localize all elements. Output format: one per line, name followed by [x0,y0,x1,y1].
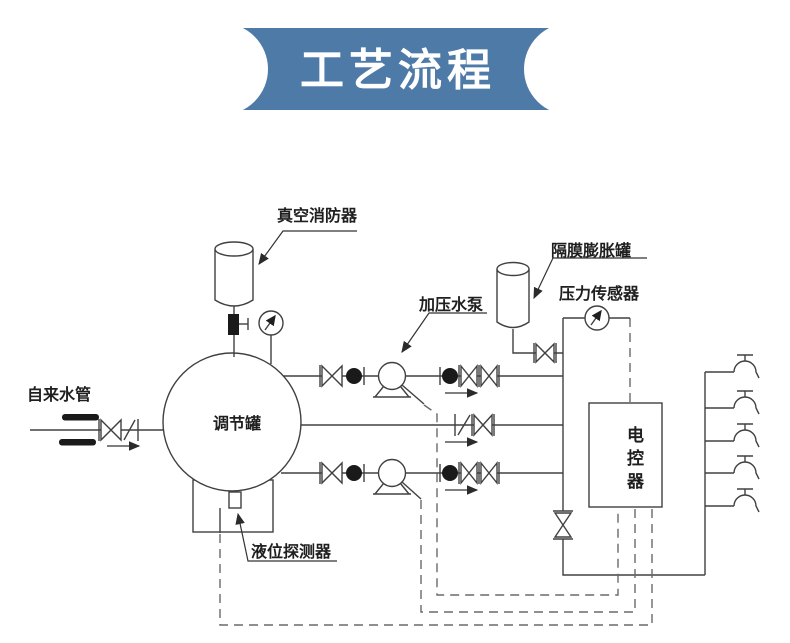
shutoff-valve-icon [228,314,249,335]
valve-icon [319,461,343,485]
double-valve-icon [458,364,500,388]
pump-line-top-symbols [319,361,500,405]
faucet-icon [705,354,760,379]
signal-pump-bottom [420,500,636,613]
vacuum-breaker-label: 真空消防器 [277,206,358,225]
regulating-tank: 调节罐 [162,352,302,533]
flex-joint-icon [346,465,362,481]
expansion-tank-label: 隔膜膨胀罐 [551,241,631,260]
collector-to-riser-pipe [562,539,705,576]
pressure-sensor [563,305,630,331]
booster-pump-top-icon [373,361,425,405]
pump-line-bottom-symbols [319,458,500,500]
pressure-sensor-gauge-icon [584,305,610,331]
valve-icon [533,342,557,364]
signal-level-detector [219,508,653,626]
expansion-tank-leader [533,257,647,300]
controller-label: 电控器 [624,425,643,495]
expansion-tank-cap [496,261,530,277]
banner-ribbon [222,28,570,110]
level-detector-label: 液位探测器 [251,542,332,561]
tap-water-inlet [59,414,141,451]
vacuum-breaker-tank-cap [214,241,254,257]
flex-joint-icon [442,368,458,384]
valve-icon [473,413,495,437]
check-valve-icon [454,414,473,436]
expansion-tank-body [496,269,530,329]
booster-pump-label: 加压水泵 [418,295,483,314]
pipe-break-bar-top [62,414,99,421]
pressure-gauge-icon [258,310,284,364]
banner-notch-left [176,23,268,115]
controller-box [588,402,663,508]
vacuum-breaker-leader [258,230,357,265]
bypass-line-symbols [445,413,495,447]
signal-pump-top [423,404,619,596]
faucet-icon [705,390,760,415]
control-signal-lines [219,318,653,626]
banner: 工艺流程 [176,23,616,115]
valve-icon [319,364,343,388]
pressure-sensor-label: 压力传感器 [559,284,640,303]
vacuum-breaker-tank [214,249,254,307]
flex-joint-icon [442,465,458,481]
pipe-break-bar-bottom [59,439,96,446]
page-title: 工艺流程 [300,46,496,95]
booster-pump-bottom-icon [373,458,422,500]
regulating-tank-label: 调节罐 [213,414,261,433]
inlet-valve-icon [98,418,139,442]
expansion-tank [496,261,563,364]
drain-valve-icon [553,510,573,540]
level-detector-fitting [228,491,242,509]
banner-notch-right [524,23,616,115]
faucet-icon [705,488,760,513]
faucets [705,354,760,513]
flex-joint-icon [346,368,362,384]
booster-pump-leader [401,312,487,353]
faucet-icon [705,455,760,480]
vacuum-breaker [214,241,284,364]
tap-water-label: 自来水管 [27,385,91,404]
faucet-icon [705,423,760,448]
level-detector-leader [235,512,337,562]
double-valve-icon [458,461,500,485]
tank-body [162,352,302,492]
